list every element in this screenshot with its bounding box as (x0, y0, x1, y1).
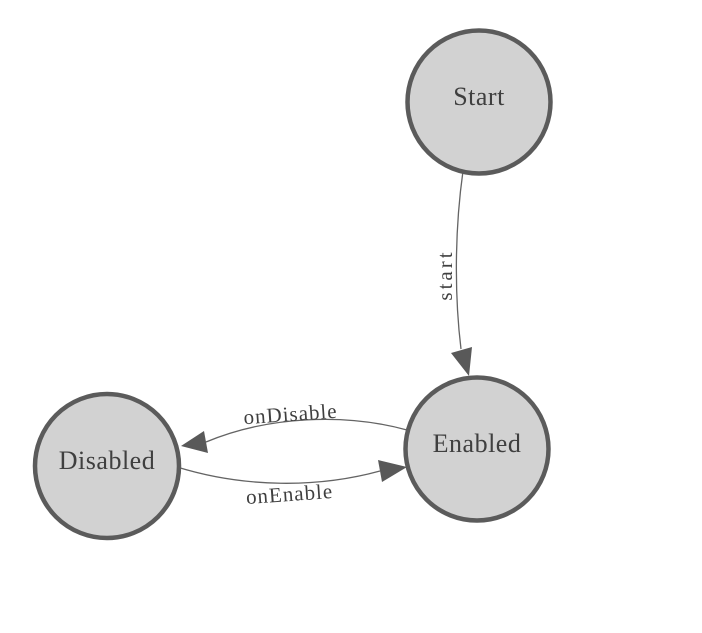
node-circle-disabled[interactable] (32, 391, 182, 541)
node-disabled[interactable]: Disabled (32, 391, 182, 541)
edge-line-disabled-to-enabled (176, 466, 381, 484)
edge-line-start-to-enabled (455, 170, 464, 350)
edge-disabled-to-enabled: onEnable (176, 460, 407, 509)
edge-label-on-enable: onEnable (245, 479, 334, 509)
node-label-disabled: Disabled (59, 446, 155, 475)
edge-label-start: start (433, 249, 457, 300)
node-enabled[interactable]: Enabled (403, 375, 551, 523)
node-start[interactable]: Start (405, 28, 553, 176)
edge-label-on-disable: onDisable (243, 399, 339, 430)
node-circle-enabled[interactable] (403, 375, 551, 523)
edge-enabled-to-disabled: onDisable (181, 399, 408, 453)
node-label-start: Start (453, 82, 505, 111)
arrowhead-enabled-to-disabled (181, 431, 208, 453)
edge-line-enabled-to-disabled (205, 418, 408, 443)
node-label-enabled: Enabled (433, 429, 522, 458)
edge-start-to-enabled: start (433, 170, 472, 376)
arrowhead-start-to-enabled (451, 347, 472, 376)
arrowhead-disabled-to-enabled (378, 460, 407, 482)
node-circle-start[interactable] (405, 28, 553, 176)
